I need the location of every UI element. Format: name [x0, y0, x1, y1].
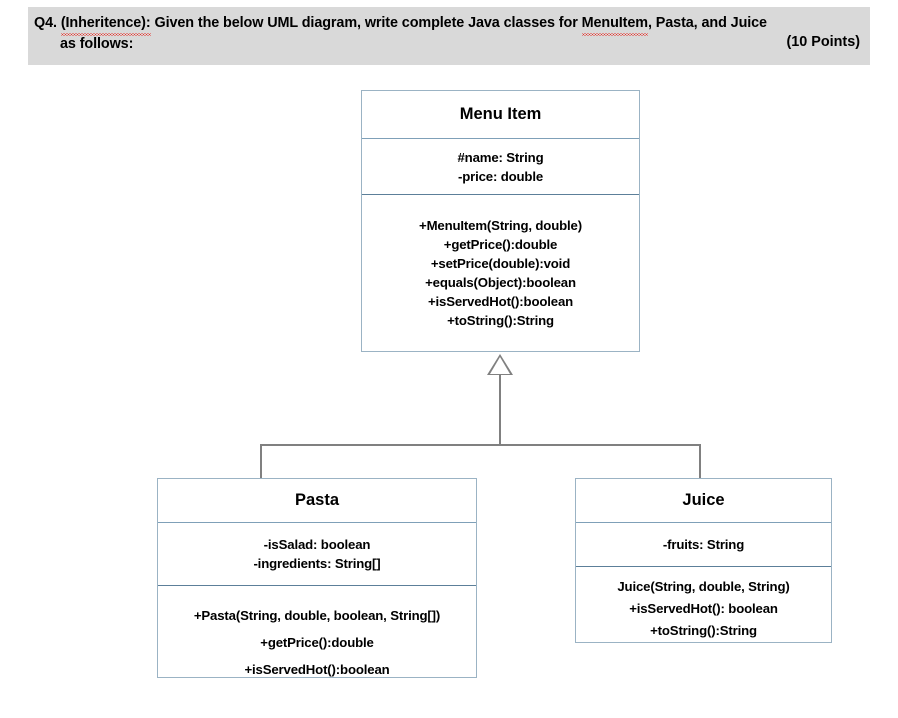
uml-operation: +isServedHot():boolean	[427, 293, 574, 309]
uml-operation: +toString():String	[650, 623, 757, 638]
uml-operation: +setPrice(double):void	[430, 255, 571, 271]
uml-class-name-pasta: Pasta	[158, 479, 476, 522]
uml-operation: Juice(String, double, String)	[617, 579, 790, 594]
question-topic: (Inheritence):	[60, 13, 151, 36]
uml-attributes-juice: -fruits: String	[576, 522, 831, 566]
uml-class-menu-item: Menu Item #name: String -price: double +…	[361, 90, 640, 352]
question-banner: Q4. (Inheritence): Given the below UML d…	[28, 7, 870, 65]
question-number: Q4.	[34, 15, 57, 31]
uml-operations-menu-item: +MenuItem(String, double) +getPrice():do…	[362, 194, 639, 350]
uml-operation: +isServedHot(): boolean	[629, 601, 778, 616]
uml-class-juice: Juice -fruits: String Juice(String, doub…	[575, 478, 832, 643]
question-body-text-2: , Pasta, and Juice	[647, 15, 767, 31]
uml-attribute: -ingredients: String[]	[253, 556, 381, 571]
uml-attributes-menu-item: #name: String -price: double	[362, 138, 639, 194]
uml-operation: +getPrice():double	[260, 635, 374, 650]
uml-operation: +MenuItem(String, double)	[419, 217, 582, 233]
question-line2-text: as follows:	[60, 36, 134, 52]
uml-attribute: #name: String	[457, 149, 544, 165]
generalization-stem-vertical	[499, 375, 501, 445]
uml-class-pasta: Pasta -isSalad: boolean -ingredients: St…	[157, 478, 477, 678]
uml-operations-juice: Juice(String, double, String) +isServedH…	[576, 566, 831, 644]
question-line-2: as follows:	[34, 34, 862, 55]
uml-attribute: -price: double	[457, 168, 544, 184]
class-title-text: Juice	[682, 491, 725, 509]
generalization-drop-juice	[699, 444, 701, 479]
uml-class-name-menu-item: Menu Item	[362, 91, 639, 138]
uml-attributes-pasta: -isSalad: boolean -ingredients: String[]	[158, 522, 476, 585]
question-body-text: Given the below UML diagram, write compl…	[154, 15, 578, 31]
class-title-text: Menu Item	[459, 105, 542, 123]
class-title-text: Pasta	[294, 491, 340, 509]
uml-attribute: -fruits: String	[662, 537, 745, 552]
generalization-branch-horizontal	[260, 444, 701, 446]
question-line-1: Q4. (Inheritence): Given the below UML d…	[34, 13, 862, 36]
question-points: (10 Points)	[786, 34, 860, 50]
uml-operation: +equals(Object):boolean	[425, 274, 576, 290]
uml-operation: +Pasta(String, double, boolean, String[]…	[193, 608, 441, 623]
uml-class-name-juice: Juice	[576, 479, 831, 522]
uml-attribute: -isSalad: boolean	[263, 537, 371, 552]
uml-operations-pasta: +Pasta(String, double, boolean, String[]…	[158, 585, 476, 679]
generalization-drop-pasta	[260, 444, 262, 479]
uml-operation: +getPrice():double	[443, 236, 558, 252]
uml-operation: +isServedHot():boolean	[244, 662, 390, 677]
uml-operation: +toString():String	[447, 312, 554, 328]
class-name-menuitem: MenuItem	[581, 13, 649, 36]
